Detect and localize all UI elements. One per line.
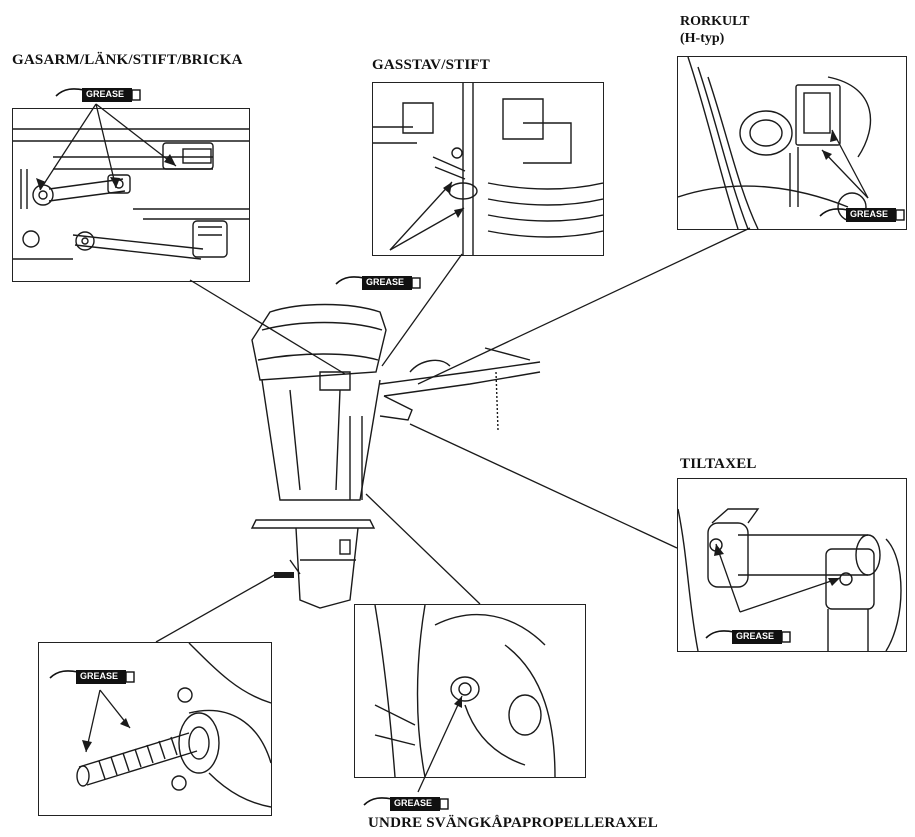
label-tiller: RORKULT bbox=[680, 14, 750, 29]
label-lower-swivel: UNDRE SVÄNGKÅPAPROPELLERAXEL bbox=[368, 815, 658, 831]
detail-panel-tiller bbox=[677, 56, 907, 230]
grease-badge-label: GREASE bbox=[80, 671, 119, 681]
grease-badge-label: GREASE bbox=[850, 209, 889, 219]
label-throttle-arm: GASARM/LÄNK/STIFT/BRICKA bbox=[12, 52, 243, 68]
grease-badge-label: GREASE bbox=[736, 631, 775, 641]
grease-badge-label: GREASE bbox=[366, 277, 405, 287]
grease-icon: GREASE bbox=[704, 626, 792, 653]
detail-panel-lower-swivel bbox=[354, 604, 586, 778]
label-throttle-rod: GASSTAV/STIFT bbox=[372, 57, 490, 73]
grease-icon: GREASE bbox=[48, 666, 136, 693]
grease-icon: GREASE bbox=[362, 793, 450, 820]
propeller-shaft-grease-point bbox=[274, 572, 294, 578]
grease-badge-label: GREASE bbox=[394, 798, 433, 808]
grease-icon: GREASE bbox=[54, 84, 142, 111]
label-tiller-type: (H-typ) bbox=[680, 31, 725, 46]
propeller-shaft-illustration bbox=[76, 643, 271, 808]
tiller-illustration bbox=[678, 57, 872, 229]
grease-badge-label: GREASE bbox=[86, 89, 125, 99]
grease-icon: GREASE bbox=[818, 204, 906, 231]
label-tilt-shaft: TILTAXEL bbox=[680, 456, 757, 472]
detail-panel-tilt-shaft bbox=[677, 478, 907, 652]
grease-icon: GREASE bbox=[334, 272, 422, 299]
